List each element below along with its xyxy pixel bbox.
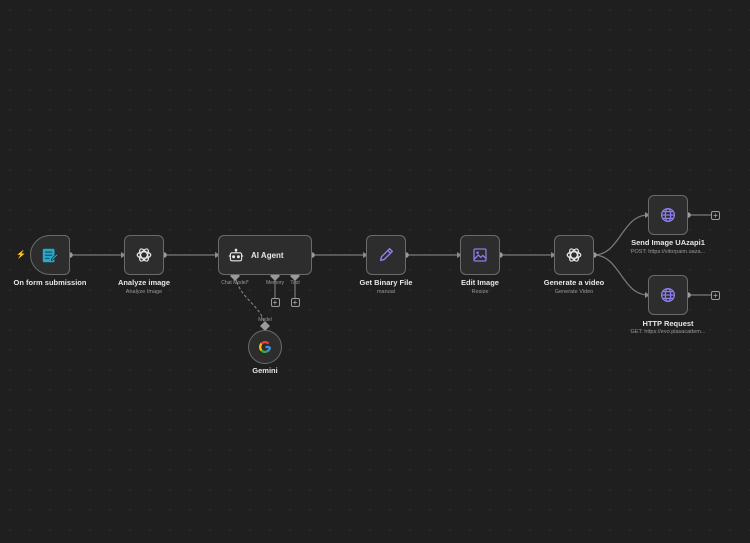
node-get-binary-file[interactable]: [366, 235, 406, 275]
connection-video-http: [593, 254, 649, 296]
node-label: Analyze image: [117, 278, 171, 287]
memory-port-label: Memory: [265, 280, 285, 286]
node-subtitle: Generate Video: [554, 289, 594, 295]
model-port-label: Model: [258, 317, 272, 323]
chat-model-port-label: Chat Model*: [221, 280, 249, 286]
openai-icon: [135, 246, 153, 264]
node-analyze-image[interactable]: [124, 235, 164, 275]
node-gemini[interactable]: [248, 330, 282, 364]
pencil-icon: [377, 246, 395, 264]
node-subtitle: manual: [376, 289, 396, 295]
add-node-button[interactable]: +: [711, 290, 720, 300]
form-icon: [41, 246, 59, 264]
add-node-button[interactable]: +: [711, 210, 720, 220]
node-label: On form submission: [13, 278, 87, 287]
node-label: AI Agent: [251, 251, 284, 260]
tool-port-label: Tool: [290, 280, 300, 286]
connection-gemini-agent: [234, 275, 266, 327]
node-send-image-uazapi1[interactable]: [648, 195, 688, 235]
node-label: Edit Image: [461, 278, 499, 287]
node-ai-agent[interactable]: AI Agent: [218, 235, 312, 275]
node-generate-a-video[interactable]: [554, 235, 594, 275]
image-icon: [472, 247, 488, 263]
node-subtitle: Resize: [471, 289, 489, 295]
node-on-form-submission[interactable]: [30, 235, 70, 275]
node-label: Generate a video: [543, 278, 605, 287]
node-label: Get Binary File: [359, 278, 413, 287]
node-label: Send Image UAzapi1: [631, 238, 705, 247]
node-subtitle: Analyze Image: [125, 289, 163, 295]
trigger-bolt-icon: ⚡: [16, 250, 26, 259]
add-tool-button[interactable]: +: [290, 298, 300, 307]
connection-video-send: [593, 214, 649, 256]
node-http-request[interactable]: [648, 275, 688, 315]
globe-icon: [660, 287, 677, 304]
robot-icon: [228, 248, 244, 264]
google-icon: [258, 340, 272, 354]
node-subtitle: POST: https://vitorpaim.uaza...: [630, 249, 706, 255]
node-label: Gemini: [252, 366, 278, 375]
openai-icon: [565, 246, 583, 264]
node-subtitle: GET: https://evo.plasacadem...: [630, 329, 706, 335]
node-label: HTTP Request: [642, 319, 694, 328]
model-port: [260, 321, 270, 331]
add-memory-button[interactable]: +: [270, 298, 280, 307]
node-edit-image[interactable]: [460, 235, 500, 275]
globe-icon: [660, 207, 677, 224]
